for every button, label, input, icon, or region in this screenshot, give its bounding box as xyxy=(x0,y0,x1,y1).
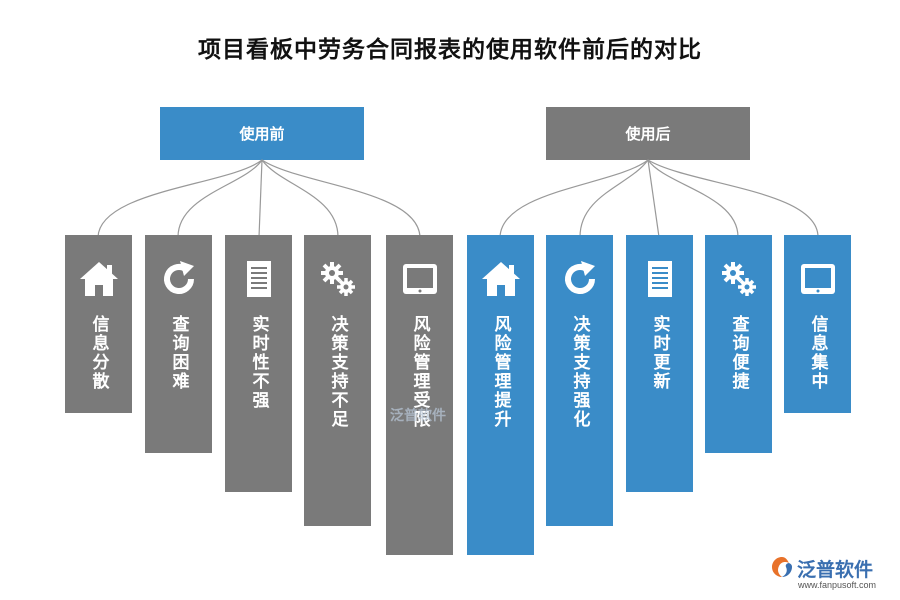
watermark: 泛普软件 xyxy=(390,408,446,424)
after-item-3: 实时更新 xyxy=(626,235,693,492)
after-item-1: 风险管理提升 xyxy=(467,235,534,555)
after-item-4-label: 查询便捷 xyxy=(728,315,749,391)
after-item-2: 决策支持强化 xyxy=(546,235,613,526)
home-icon xyxy=(80,262,118,296)
after-header: 使用后 xyxy=(546,107,750,160)
refresh-icon xyxy=(565,261,595,294)
gears-icon xyxy=(722,262,756,296)
logo-icon xyxy=(772,557,792,577)
home-icon xyxy=(482,262,520,296)
before-item-5-label: 风险管理受限 xyxy=(409,315,430,429)
before-header: 使用前 xyxy=(160,107,364,160)
document-icon xyxy=(648,261,672,297)
after-item-5-label: 信息集中 xyxy=(807,315,828,391)
before-item-5: 风险管理受限 xyxy=(386,235,453,555)
after-item-3-label: 实时更新 xyxy=(649,315,670,391)
tablet-icon xyxy=(403,264,437,294)
after-item-4: 查询便捷 xyxy=(705,235,772,453)
logo-brand: 泛普软件 xyxy=(797,559,874,581)
after-item-2-label: 决策支持强化 xyxy=(569,315,590,429)
before-item-1-label: 信息分散 xyxy=(88,315,109,391)
before-item-3: 实时性不强 xyxy=(225,235,292,492)
before-item-4-label: 决策支持不足 xyxy=(327,315,348,429)
after-item-5: 信息集中 xyxy=(784,235,851,413)
document-icon xyxy=(247,261,271,297)
refresh-icon xyxy=(164,261,194,294)
logo-site: www.fanpusoft.com xyxy=(798,580,877,590)
before-item-3-label: 实时性不强 xyxy=(248,315,269,410)
after-item-1-label: 风险管理提升 xyxy=(490,315,511,429)
gears-icon xyxy=(321,262,355,296)
before-item-2-label: 查询困难 xyxy=(168,315,189,391)
page-title: 项目看板中劳务合同报表的使用软件前后的对比 xyxy=(198,37,702,63)
before-item-2: 查询困难 xyxy=(145,235,212,453)
before-item-1: 信息分散 xyxy=(65,235,132,413)
brand-logo: 泛普软件 www.fanpusoft.com xyxy=(770,553,895,593)
before-item-4: 决策支持不足 xyxy=(304,235,371,526)
tablet-icon xyxy=(801,264,835,294)
